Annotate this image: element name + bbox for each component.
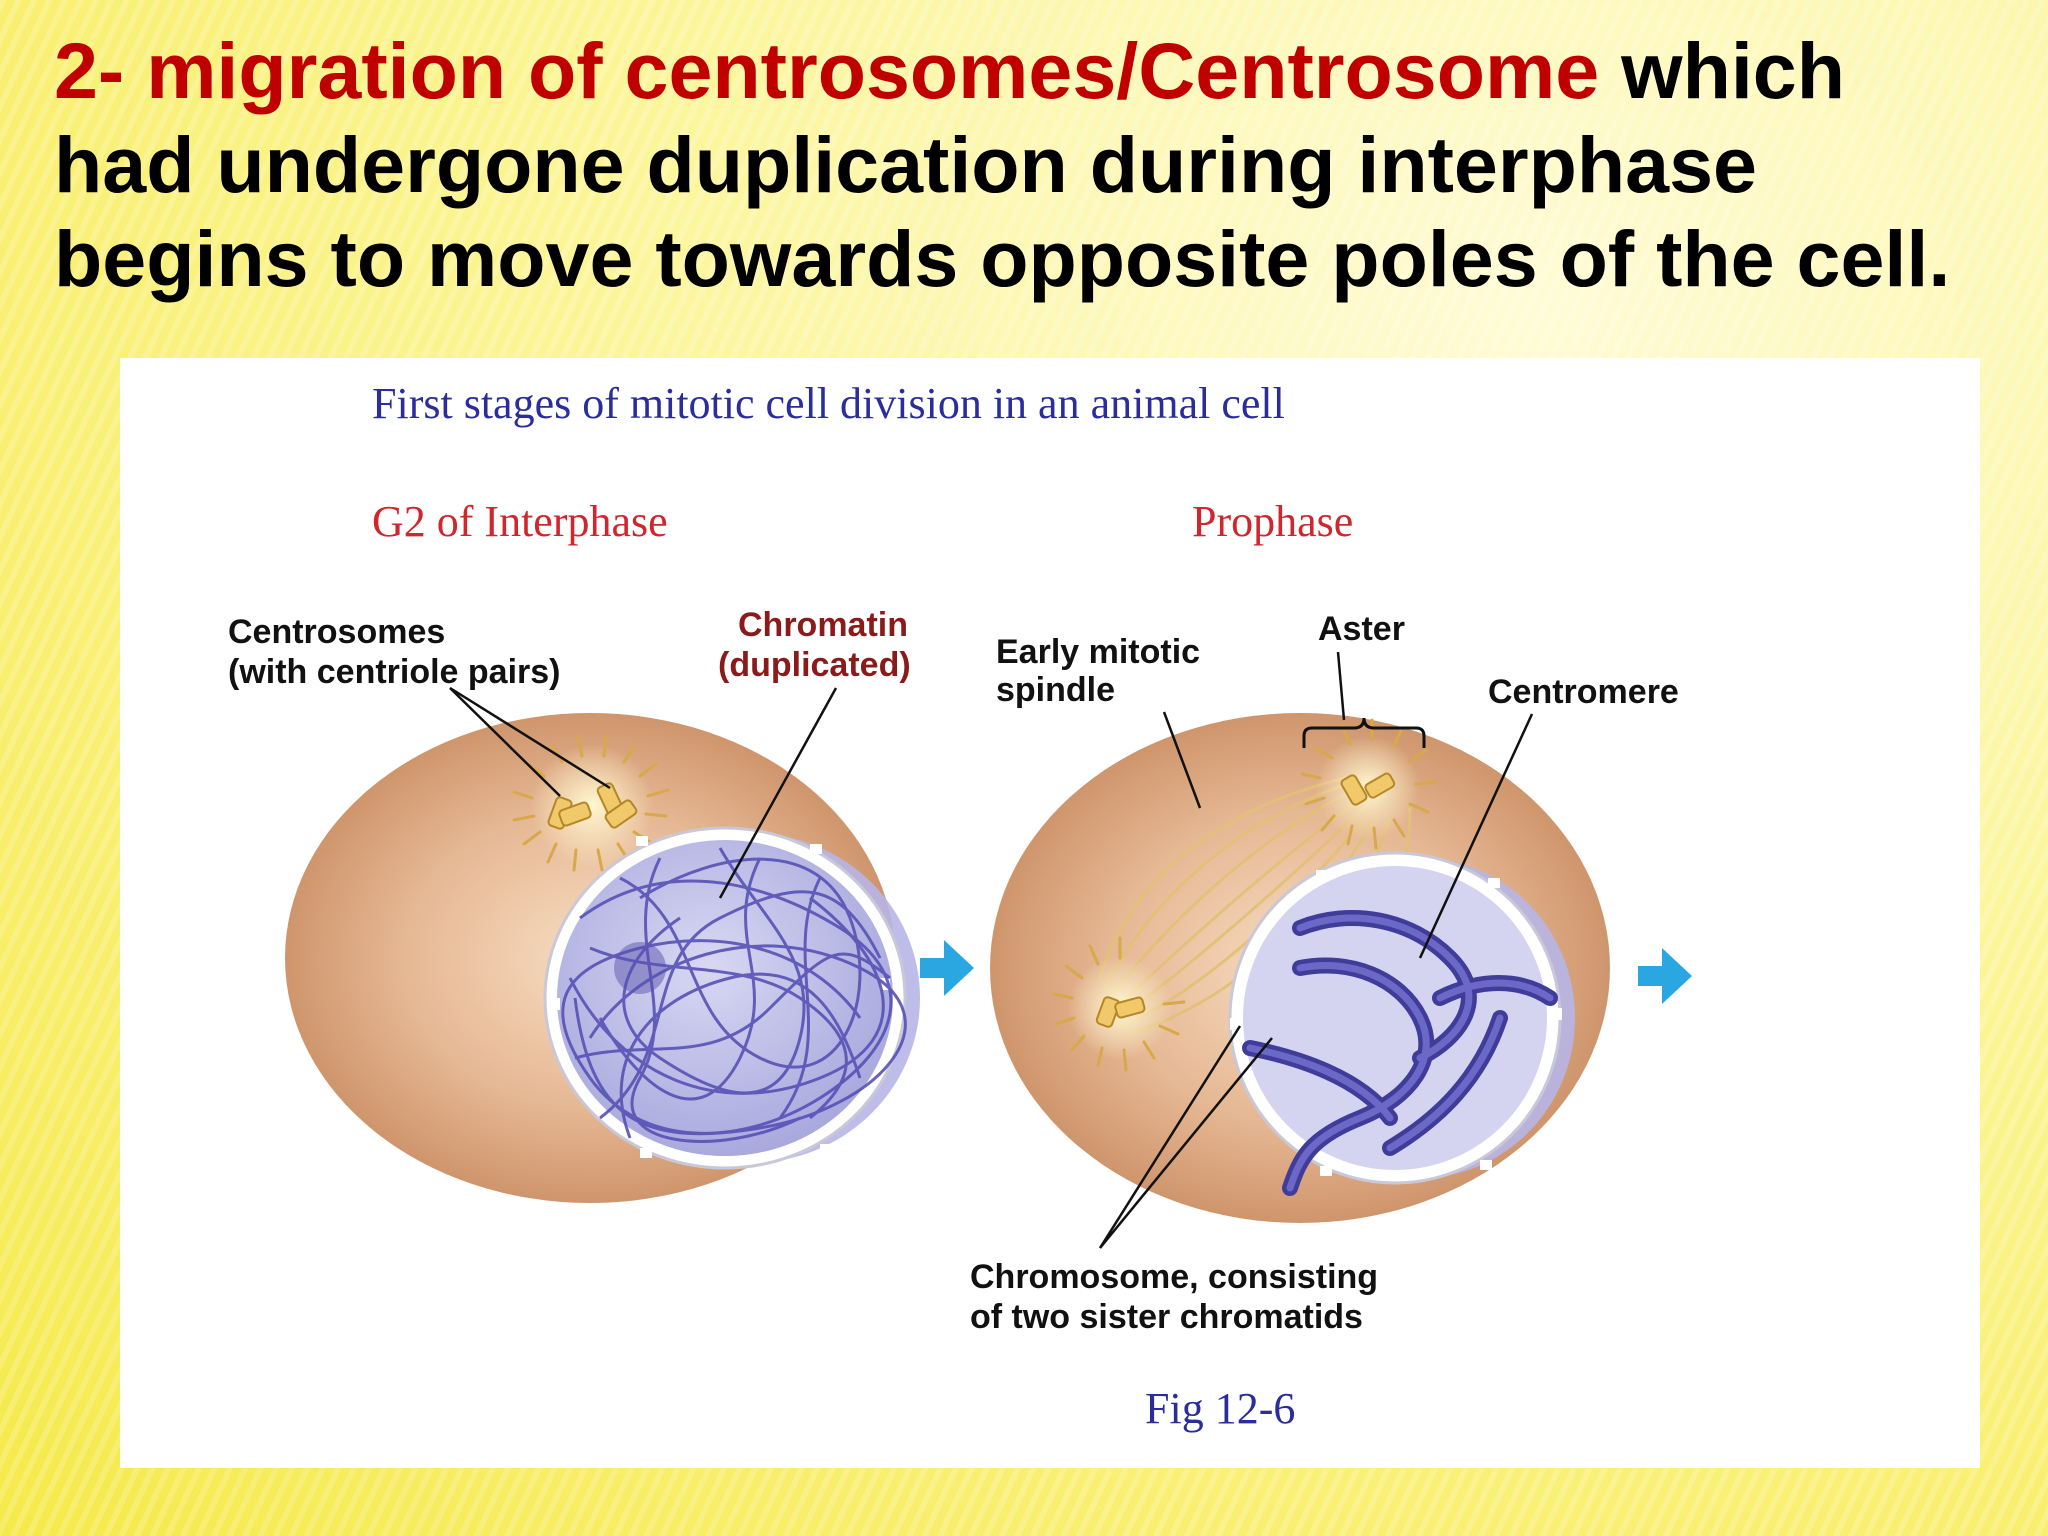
mitosis-diagram: First stages of mitotic cell division in… bbox=[228, 379, 1692, 1433]
arrow-right-icon bbox=[920, 940, 974, 996]
label-chromosome-line2: of two sister chromatids bbox=[970, 1298, 1363, 1336]
slide-title-highlight: 2- migration of centrosomes/Centrosome bbox=[54, 26, 1600, 115]
label-centrosomes-line1: Centrosomes bbox=[228, 613, 445, 651]
label-chromosome-line1: Chromosome, consisting bbox=[970, 1258, 1378, 1296]
aster-bracket bbox=[1302, 717, 1426, 748]
label-chromatin-line2: (duplicated) bbox=[718, 646, 911, 684]
stage-label-prophase: Prophase bbox=[1192, 497, 1353, 546]
cell-g2-interphase bbox=[285, 686, 920, 1203]
figure-panel: First stages of mitotic cell division in… bbox=[120, 358, 1980, 1468]
slide-title-line-1: which bbox=[1599, 26, 1845, 115]
aster-left bbox=[1052, 936, 1186, 1072]
label-centrosomes-line2: (with centriole pairs) bbox=[228, 653, 561, 691]
label-spindle-line1: Early mitotic bbox=[996, 633, 1200, 671]
label-aster: Aster bbox=[1318, 610, 1405, 648]
slide-title-line-3: begins to move towards opposite poles of… bbox=[54, 214, 1951, 303]
nucleus-left bbox=[543, 826, 920, 1170]
chromosomes bbox=[1242, 910, 1558, 1196]
slide-title: 2- migration of centrosomes/Centrosome w… bbox=[54, 24, 2014, 306]
stage-label-g2: G2 of Interphase bbox=[372, 497, 668, 546]
label-spindle-line2: spindle bbox=[996, 671, 1115, 709]
figure-heading: First stages of mitotic cell division in… bbox=[372, 379, 1285, 428]
figure-caption: Fig 12-6 bbox=[1145, 1384, 1295, 1433]
arrow-next-icon bbox=[1638, 948, 1692, 1004]
label-chromatin-line1: Chromatin bbox=[738, 606, 908, 644]
label-centromere: Centromere bbox=[1488, 673, 1679, 711]
slide-title-line-2: had undergone duplication during interph… bbox=[54, 120, 1757, 209]
cell-prophase bbox=[990, 651, 1610, 1249]
aster-top bbox=[1300, 718, 1438, 850]
